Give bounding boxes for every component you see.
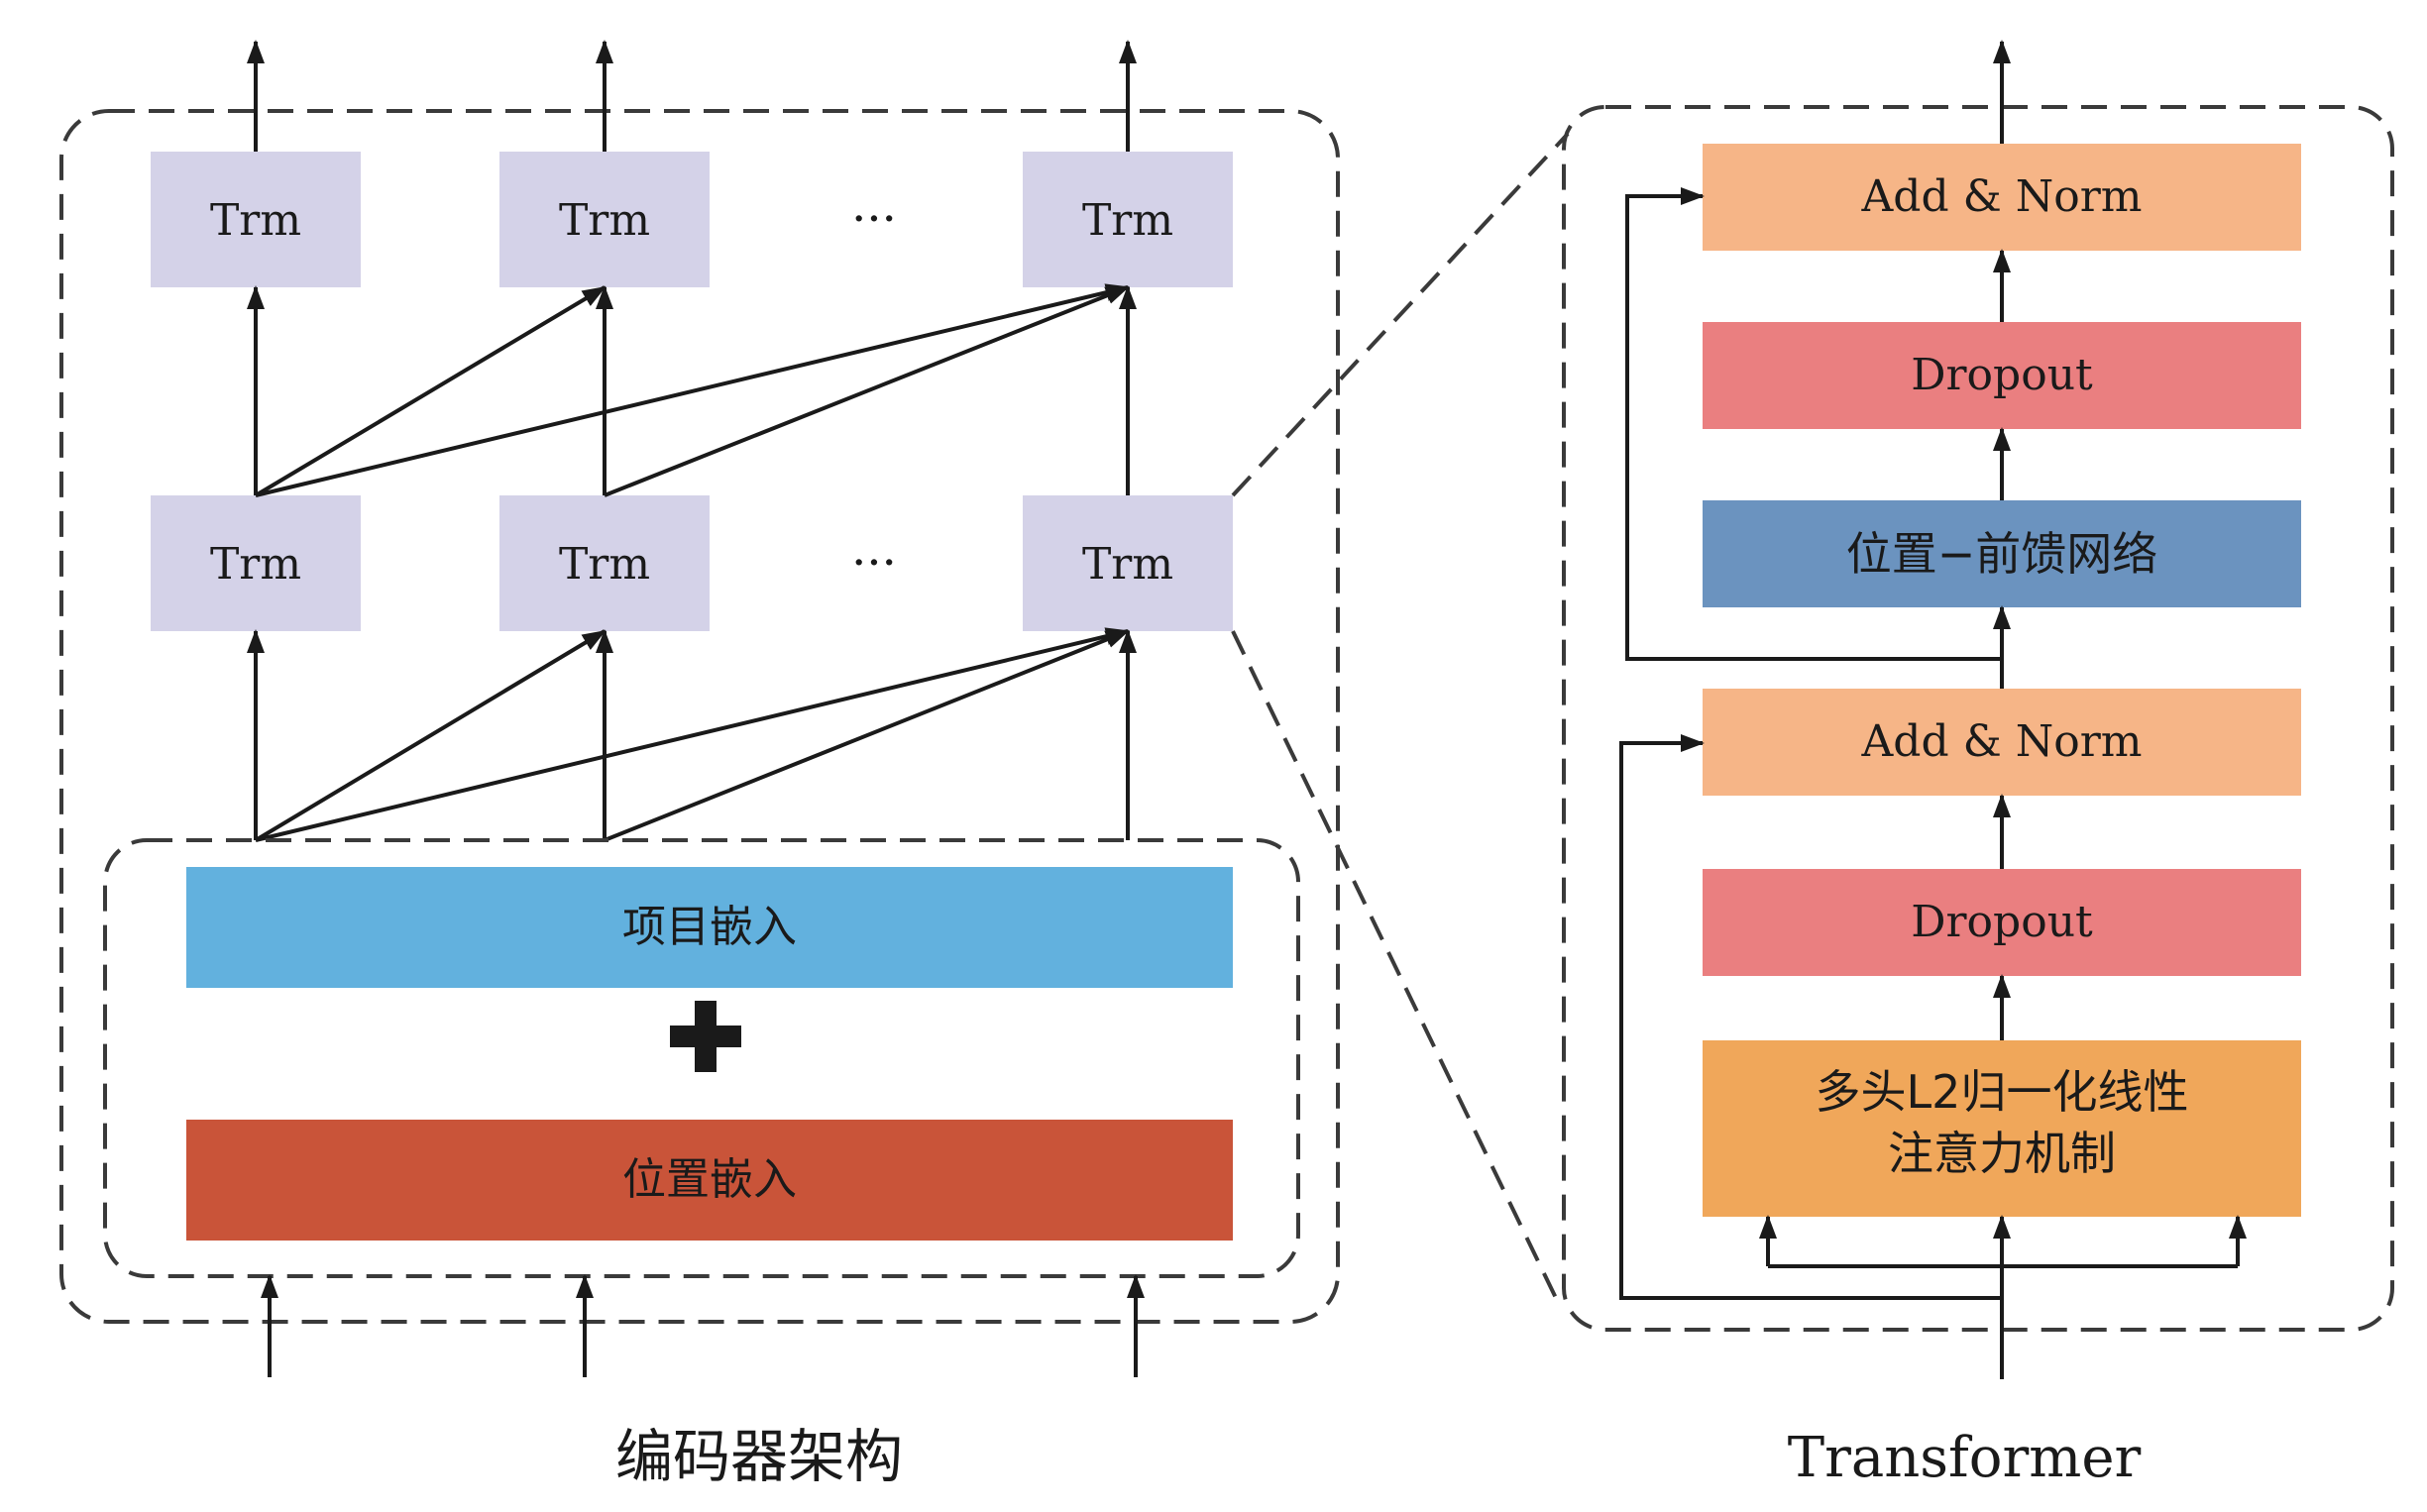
mid-to-top-connections	[247, 283, 1137, 497]
trm-box-top-1	[151, 152, 361, 287]
input-arrows	[261, 1274, 1145, 1377]
feed-forward-box	[1703, 500, 2301, 607]
conn-e1-m3	[255, 627, 1130, 842]
add-norm-label-top: Add & Norm	[1861, 171, 2143, 222]
trm-label-mid-3: Trm	[1082, 539, 1173, 590]
add-norm-label-bottom: Add & Norm	[1861, 716, 2143, 767]
transformer-caption: Transformer	[1788, 1426, 2142, 1490]
encoder-panel: Trm Trm Trm ··· Trm Trm Trm ···	[59, 40, 1340, 1490]
trm-box-top-2	[499, 152, 710, 287]
conn-e1-m2	[254, 629, 607, 842]
attention-label-line1: 多头L2归一化线性	[1816, 1065, 2189, 1119]
encoder-caption: 编码器架构	[615, 1423, 903, 1490]
ellipsis-mid: ···	[851, 535, 897, 591]
conn-m2-t3	[604, 285, 1130, 497]
trm-label-mid-1: Trm	[210, 539, 301, 590]
item-embedding-bar	[186, 867, 1233, 988]
item-embedding-label: 项目嵌入	[622, 902, 797, 952]
conn-m1-t2	[254, 285, 607, 497]
zoom-connector-lines	[1231, 132, 1570, 1299]
add-norm-box-bottom	[1703, 689, 2301, 796]
trm-label-top-2: Trm	[559, 195, 650, 246]
attention-box	[1703, 1040, 2301, 1217]
trm-box-mid-2	[499, 495, 710, 631]
attention-inputs	[1759, 1215, 2247, 1379]
add-norm-box-top	[1703, 144, 2301, 251]
feed-forward-label: 位置−前馈网络	[1846, 527, 2158, 581]
conn-m1-t3	[255, 283, 1130, 497]
trm-box-top-3	[1023, 152, 1233, 287]
embedding-dashed-border	[103, 838, 1300, 1278]
residual-connection-top	[1625, 187, 2002, 661]
position-embedding-label: 位置嵌入	[622, 1154, 797, 1205]
trm-label-mid-2: Trm	[559, 539, 650, 590]
encoder-outer-dashed-border	[59, 109, 1340, 1324]
zoom-line-top	[1231, 132, 1570, 497]
zoom-line-bottom	[1231, 630, 1558, 1299]
dropout-label-top: Dropout	[1911, 350, 2093, 400]
conn-e2-m3	[604, 629, 1130, 842]
trm-label-top-3: Trm	[1082, 195, 1173, 246]
dropout-label-bottom: Dropout	[1911, 897, 2093, 947]
trm-box-mid-1	[151, 495, 361, 631]
ellipsis-top: ···	[851, 191, 897, 247]
residual-connection-bottom	[1619, 734, 2002, 1300]
plus-icon	[670, 1001, 741, 1072]
transformer-outer-dashed-border	[1562, 105, 2394, 1332]
embed-to-mid-connections	[247, 627, 1137, 842]
trm-box-mid-3	[1023, 495, 1233, 631]
transformer-panel: Add & Norm Dropout 位置−前馈网络 Add & Norm Dr…	[1562, 40, 2394, 1490]
output-arrows	[247, 40, 1137, 152]
position-embedding-bar	[186, 1120, 1233, 1241]
dropout-box-top	[1703, 322, 2301, 429]
dropout-box-bottom	[1703, 869, 2301, 976]
attention-label-line2: 注意力机制	[1888, 1127, 2116, 1180]
trm-label-top-1: Trm	[210, 195, 301, 246]
